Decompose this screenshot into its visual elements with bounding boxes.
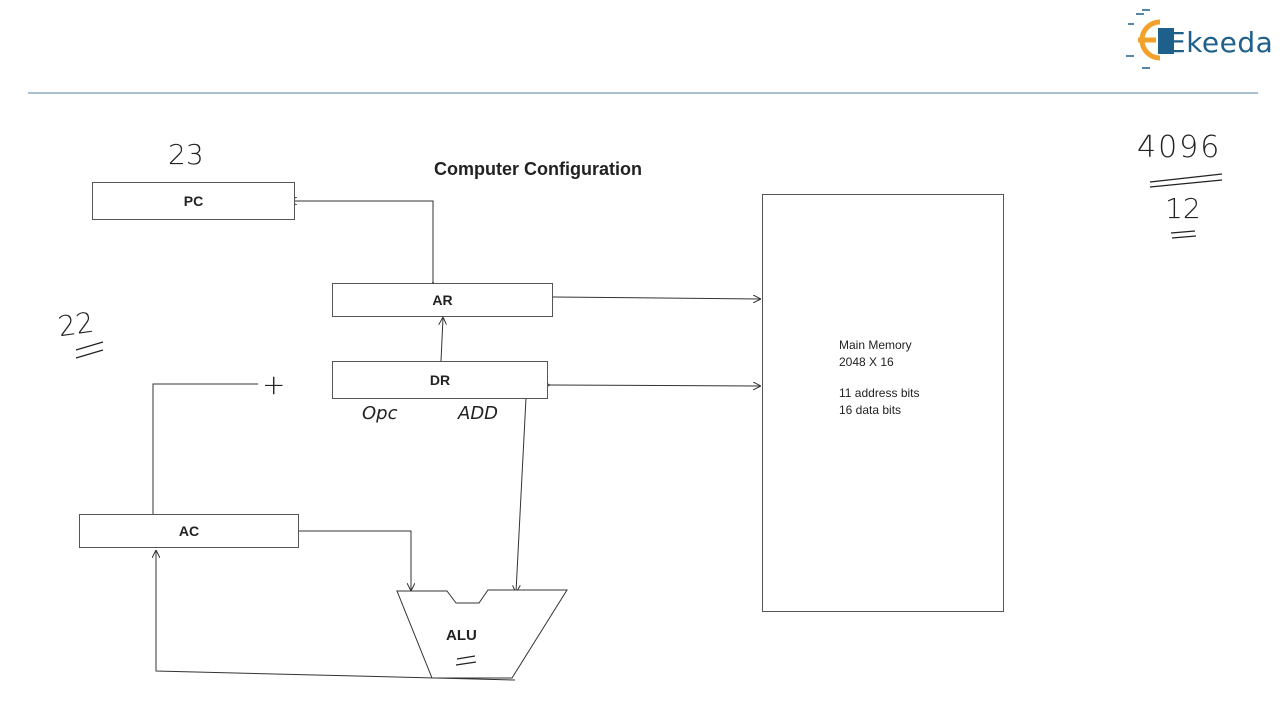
note-4096: 4096 — [1137, 130, 1222, 165]
memory-line-2: 2048 X 16 — [839, 355, 894, 369]
memory-line-1: Main Memory — [839, 338, 912, 352]
memory-line-4: 16 data bits — [839, 403, 902, 417]
diagram-title: Computer Configuration — [434, 159, 642, 179]
dr-label: DR — [429, 372, 451, 388]
memory-line-3: 11 address bits — [839, 386, 920, 400]
dr-to-ar-wire — [441, 318, 443, 362]
note-12: 12 — [1165, 192, 1201, 225]
ac-to-plus-wire — [152, 383, 258, 514]
main-memory-block — [762, 194, 1004, 612]
ekeeda-logo: Ekeeda — [1122, 6, 1274, 74]
alu-label: ALU — [446, 627, 477, 644]
underline-4096 — [1149, 173, 1223, 188]
pc-label: PC — [183, 193, 204, 209]
note-plus: + — [262, 368, 286, 401]
pc-ar-wire — [290, 201, 433, 283]
note-add: ADD — [458, 403, 499, 424]
note-22: 22 — [55, 305, 96, 344]
pc-register: PC — [92, 182, 295, 220]
ac-register: AC — [79, 514, 299, 548]
ar-label: AR — [432, 292, 453, 308]
dr-register: DR — [332, 361, 548, 399]
header-divider — [28, 92, 1258, 94]
underline-12 — [1170, 230, 1197, 239]
alu-to-ac-wire — [156, 551, 516, 681]
dr-memory-wire — [549, 385, 760, 386]
logo-text: Ekeeda — [1168, 26, 1274, 59]
dr-to-alu-wire — [516, 397, 527, 592]
note-opc: Opc — [362, 403, 398, 424]
ar-to-memory-wire — [552, 297, 760, 299]
underline-22 — [75, 341, 104, 359]
underline-alu — [455, 655, 477, 666]
ac-to-alu-wire — [299, 530, 411, 590]
memory-description: Main Memory 2048 X 16 11 address bits 16… — [839, 337, 920, 419]
alu-shape — [396, 589, 568, 679]
note-23: 23 — [168, 138, 204, 171]
ar-register: AR — [332, 283, 553, 317]
ac-label: AC — [178, 523, 200, 539]
ekeeda-logo-icon — [1126, 9, 1174, 69]
